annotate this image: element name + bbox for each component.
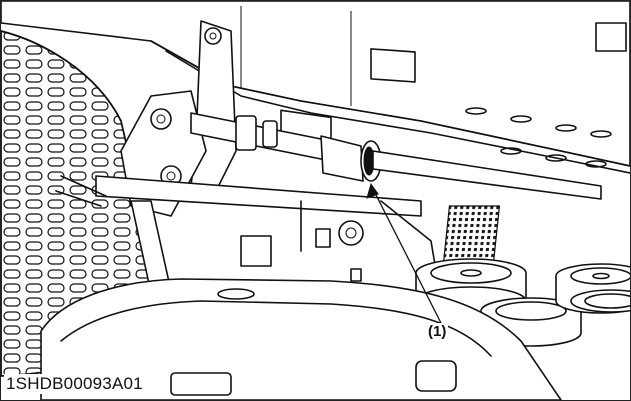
- callout-label: (1): [426, 323, 449, 340]
- callout-leader: [366, 182, 442, 324]
- pulley-assembly: [415, 258, 630, 347]
- drive-shaft: [190, 112, 602, 200]
- lower-frame: [55, 175, 442, 302]
- deck-cover: [40, 278, 562, 400]
- mesh-grille: [443, 205, 501, 262]
- figure-code: 1SHDB00093A01: [4, 374, 145, 394]
